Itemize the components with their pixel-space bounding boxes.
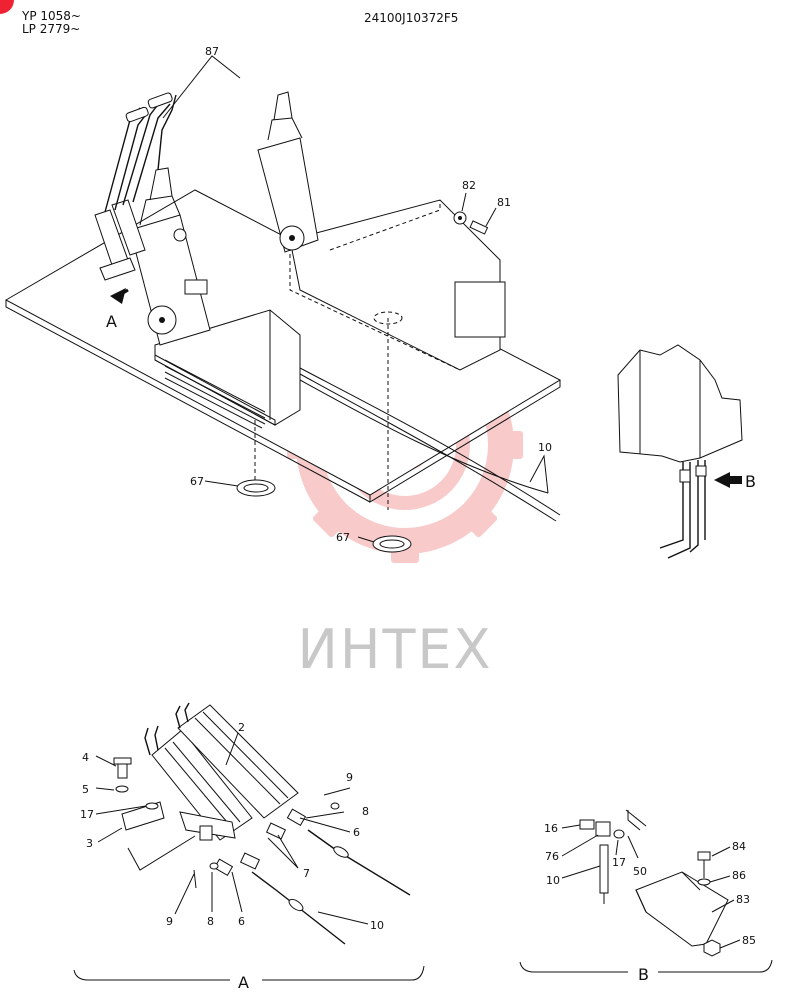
callout-50: 50 xyxy=(633,865,647,878)
callout-84: 84 xyxy=(732,840,746,853)
callout-10-b: 10 xyxy=(370,919,384,932)
model-line-2: LP 2779~ xyxy=(22,22,80,36)
callout-9-a: 9 xyxy=(346,771,353,784)
drawing-number: 24100J10372F5 xyxy=(364,11,458,25)
view-b-assembly: B xyxy=(617,344,756,559)
callout-86: 86 xyxy=(732,869,746,882)
view-arrow-b-label: B xyxy=(745,472,756,491)
callout-87: 87 xyxy=(205,45,219,58)
corner-mark xyxy=(0,0,14,14)
callout-16: 16 xyxy=(544,822,558,835)
callout-6-b: 6 xyxy=(238,915,245,928)
view-arrow-a-label: A xyxy=(106,312,117,331)
section-bracket-a xyxy=(73,965,425,981)
callout-labels: 87 82 81 10 67 67 2 4 5 17 3 9 8 6 7 9 8… xyxy=(80,45,756,947)
detail-a-pedals xyxy=(95,702,411,945)
section-label-a: A xyxy=(238,973,249,992)
callout-5: 5 xyxy=(82,783,89,796)
section-label-b: B xyxy=(638,965,649,984)
callout-3: 3 xyxy=(86,837,93,850)
callout-85: 85 xyxy=(742,934,756,947)
callout-82: 82 xyxy=(462,179,476,192)
callout-81: 81 xyxy=(497,196,511,209)
model-line-1: YP 1058~ xyxy=(21,9,81,23)
callout-4: 4 xyxy=(82,751,89,764)
detail-b-bracket xyxy=(561,809,741,957)
callout-76: 76 xyxy=(545,850,559,863)
main-assembly: A xyxy=(4,55,562,553)
callout-9-b: 9 xyxy=(166,915,173,928)
callout-8-b: 8 xyxy=(207,915,214,928)
section-bracket-b xyxy=(519,959,773,973)
callout-2: 2 xyxy=(238,721,245,734)
callout-7: 7 xyxy=(303,867,310,880)
callout-83: 83 xyxy=(736,893,750,906)
callout-67-a: 67 xyxy=(190,475,204,488)
callout-17-b: 17 xyxy=(612,856,626,869)
callout-10: 10 xyxy=(538,441,552,454)
callout-8-a: 8 xyxy=(362,805,369,818)
watermark-text: ИНТЕХ xyxy=(297,618,492,681)
callout-6-a: 6 xyxy=(353,826,360,839)
callout-67-b: 67 xyxy=(336,531,350,544)
callout-10-c: 10 xyxy=(546,874,560,887)
callout-17-a: 17 xyxy=(80,808,94,821)
